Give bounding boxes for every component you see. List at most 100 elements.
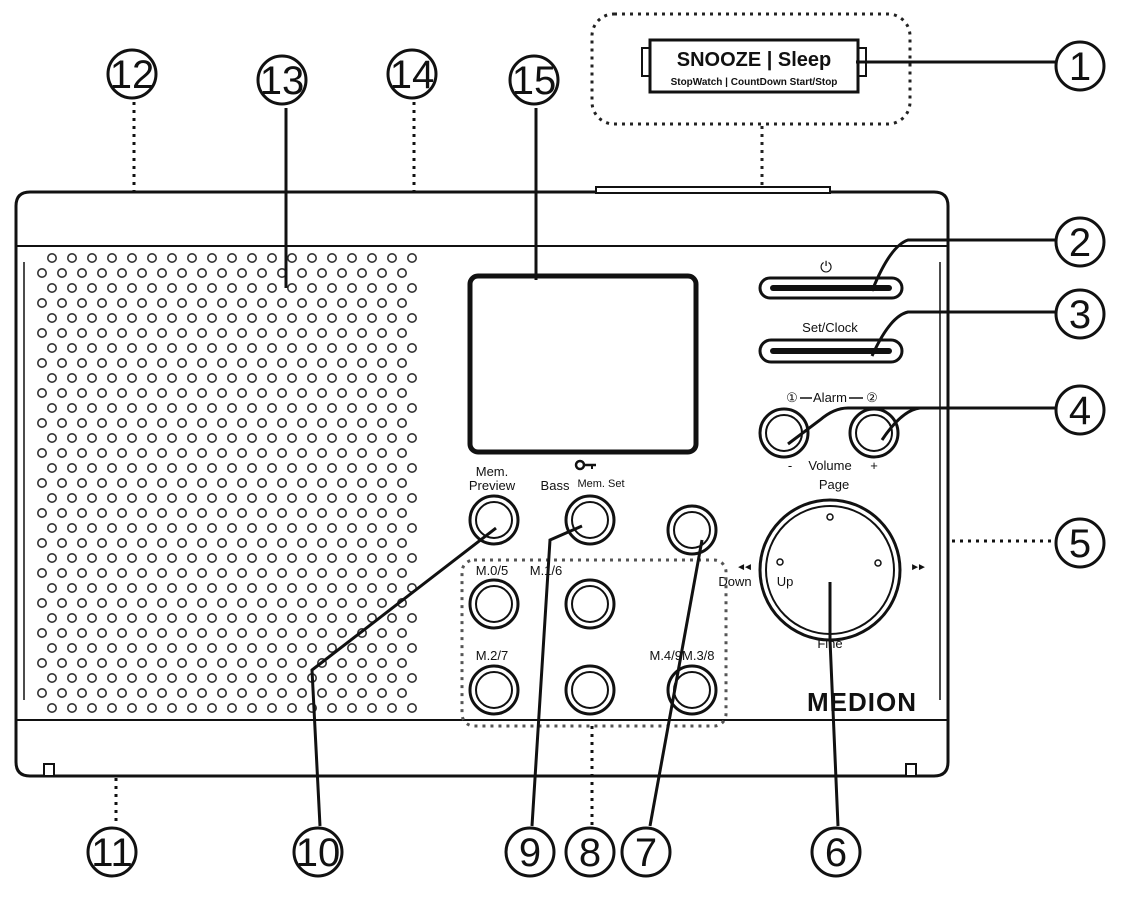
grille-hole xyxy=(227,612,238,623)
grille-hole xyxy=(266,672,277,683)
grille-hole xyxy=(406,492,417,503)
grille-hole xyxy=(107,312,118,323)
callout-number-text: 3 xyxy=(1069,293,1091,337)
grille-hole xyxy=(157,477,168,488)
brand-logo: MEDION xyxy=(807,687,917,717)
grille-hole xyxy=(217,597,228,608)
grille-hole xyxy=(46,312,57,323)
grille-hole xyxy=(77,537,88,548)
grille-hole xyxy=(237,267,248,278)
grille-hole xyxy=(217,327,228,338)
grille-hole xyxy=(137,567,148,578)
grille-hole xyxy=(147,582,158,593)
grille-hole xyxy=(147,462,158,473)
grille-hole xyxy=(56,597,67,608)
memory-knob-1-6 xyxy=(564,578,616,630)
grille-hole xyxy=(97,327,108,338)
grille-hole xyxy=(197,357,208,368)
bass-label: Bass xyxy=(541,478,570,493)
grille-hole xyxy=(386,612,397,623)
grille-hole xyxy=(237,597,248,608)
grille-hole xyxy=(227,282,238,293)
grille-hole xyxy=(326,492,337,503)
grille-hole xyxy=(227,642,238,653)
grille-hole xyxy=(187,642,198,653)
grille-hole xyxy=(46,432,57,443)
grille-hole xyxy=(266,702,277,713)
grille-hole xyxy=(107,462,118,473)
grille-hole xyxy=(36,417,47,428)
grille-hole xyxy=(266,312,277,323)
grille-hole xyxy=(177,657,188,668)
callout-circle xyxy=(1054,40,1106,92)
grille-hole xyxy=(386,582,397,593)
grille-hole xyxy=(207,522,218,533)
grille-hole xyxy=(396,387,407,398)
set-clock-label: Set/Clock xyxy=(802,320,858,335)
grille-hole xyxy=(316,627,327,638)
grille-hole xyxy=(237,507,248,518)
grille-hole xyxy=(77,267,88,278)
grille-hole xyxy=(356,567,367,578)
grille-hole xyxy=(107,253,118,264)
volume-plus-sign: + xyxy=(870,458,878,473)
grille-hole xyxy=(177,627,188,638)
grille-hole xyxy=(127,612,138,623)
grille-hole xyxy=(87,372,98,383)
grille-hole xyxy=(296,567,307,578)
grille-hole xyxy=(276,597,287,608)
grille-hole xyxy=(46,402,57,413)
power-button-slot xyxy=(770,285,892,291)
grille-hole xyxy=(356,687,367,698)
grille-hole xyxy=(36,537,47,548)
grille-hole xyxy=(177,447,188,458)
grille-hole xyxy=(386,522,397,533)
grille-hole xyxy=(77,417,88,428)
grille-hole xyxy=(256,417,267,428)
grille-hole xyxy=(127,462,138,473)
grille-hole xyxy=(217,687,228,698)
grille-hole xyxy=(256,627,267,638)
grille-hole xyxy=(286,342,297,353)
grille-hole xyxy=(227,522,238,533)
grille-hole xyxy=(56,297,67,308)
grille-hole xyxy=(227,253,238,264)
callout-circle xyxy=(1054,288,1106,340)
grille-hole xyxy=(77,507,88,518)
grille-hole xyxy=(87,552,98,563)
grille-hole xyxy=(56,357,67,368)
grille-hole xyxy=(346,372,357,383)
grille-hole xyxy=(356,477,367,488)
callout-number-text: 9 xyxy=(519,831,541,875)
grille-hole xyxy=(306,432,317,443)
grille-hole xyxy=(36,387,47,398)
grille-hole xyxy=(67,342,78,353)
grille-hole xyxy=(77,297,88,308)
memory-knob-3-8 xyxy=(564,664,616,716)
grille-hole xyxy=(36,567,47,578)
snooze-sleep-button: SNOOZE | Sleep StopWatch | CountDown Sta… xyxy=(641,38,867,94)
grille-hole xyxy=(366,282,377,293)
grille-hole xyxy=(197,687,208,698)
grille-hole xyxy=(167,492,178,503)
grille-hole xyxy=(406,432,417,443)
grille-hole xyxy=(256,537,267,548)
grille-hole xyxy=(356,537,367,548)
grille-hole xyxy=(46,642,57,653)
grille-hole xyxy=(366,253,377,264)
grille-hole xyxy=(217,567,228,578)
grille-hole xyxy=(326,432,337,443)
grille-hole xyxy=(127,642,138,653)
grille-hole xyxy=(296,657,307,668)
grille-hole xyxy=(197,507,208,518)
grille-hole xyxy=(56,537,67,548)
callout-5: 5 xyxy=(1054,517,1106,569)
grille-hole xyxy=(67,552,78,563)
grille-hole xyxy=(56,387,67,398)
grille-hole xyxy=(276,507,287,518)
grille-hole xyxy=(406,612,417,623)
grille-hole xyxy=(266,432,277,443)
grille-hole xyxy=(147,282,158,293)
power-symbol: ⏻ xyxy=(820,259,832,276)
grille-hole xyxy=(167,372,178,383)
